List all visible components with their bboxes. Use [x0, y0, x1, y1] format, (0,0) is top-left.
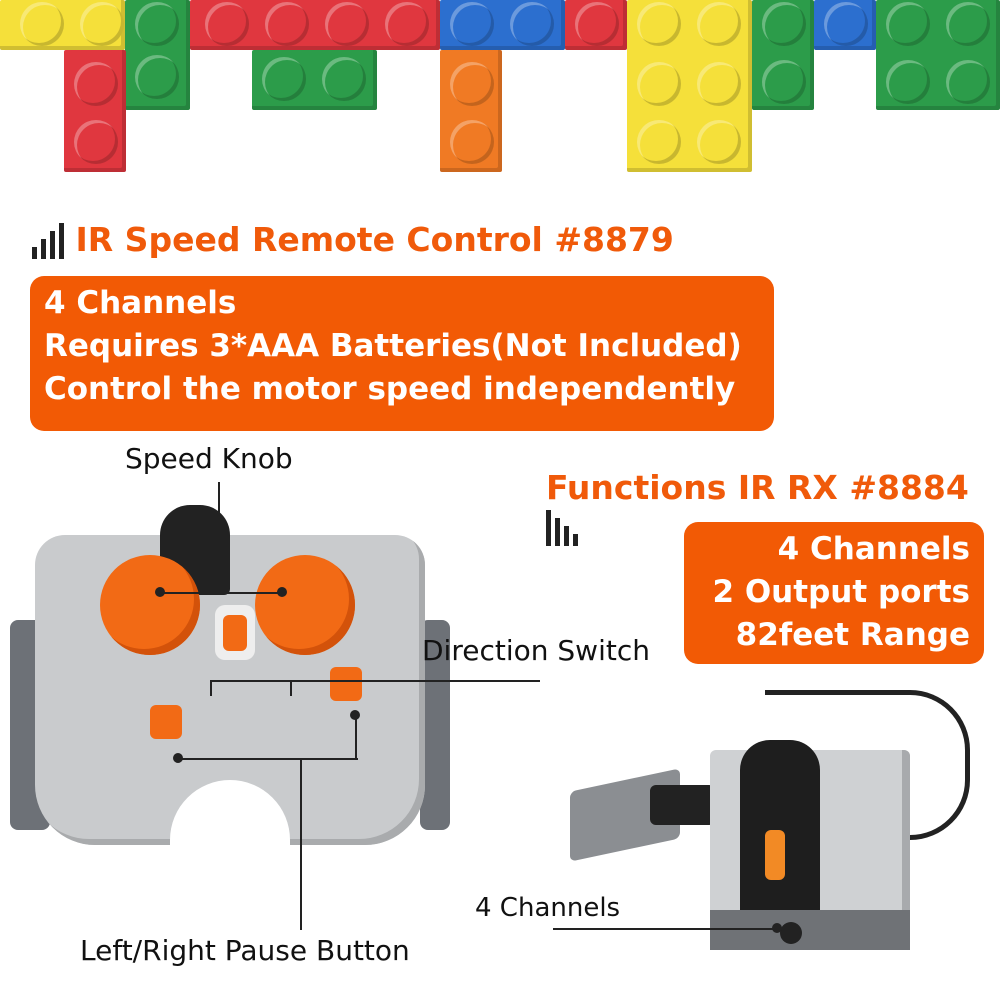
- feature: 82feet Range: [735, 617, 970, 653]
- remote-control-image: [10, 495, 450, 855]
- receiver-title: Functions IR RX #8884: [546, 468, 1000, 546]
- receiver-channels-label: 4 Channels: [475, 893, 621, 923]
- feature: Control the motor speed independently: [44, 371, 736, 407]
- ir-receiver-image: [565, 690, 985, 960]
- lego-brick-banner: [0, 0, 1000, 180]
- signal-icon: [546, 509, 578, 546]
- feature: 2 Output ports: [712, 574, 970, 610]
- speed-knob-label: Speed Knob: [125, 442, 293, 475]
- feature: 4 Channels: [44, 285, 237, 321]
- remote-features-box: 4 Channels Requires 3*AAA Batteries(Not …: [30, 276, 774, 431]
- remote-title: IR Speed Remote Control #8879: [32, 220, 674, 259]
- pause-button-label: Left/Right Pause Button: [80, 934, 410, 967]
- feature: 4 Channels: [777, 531, 970, 567]
- feature: Requires 3*AAA Batteries(Not Included): [44, 328, 742, 364]
- signal-icon: [32, 222, 64, 259]
- direction-switch-label: Direction Switch: [422, 634, 650, 667]
- receiver-features-box: 4 Channels 2 Output ports 82feet Range: [684, 522, 984, 664]
